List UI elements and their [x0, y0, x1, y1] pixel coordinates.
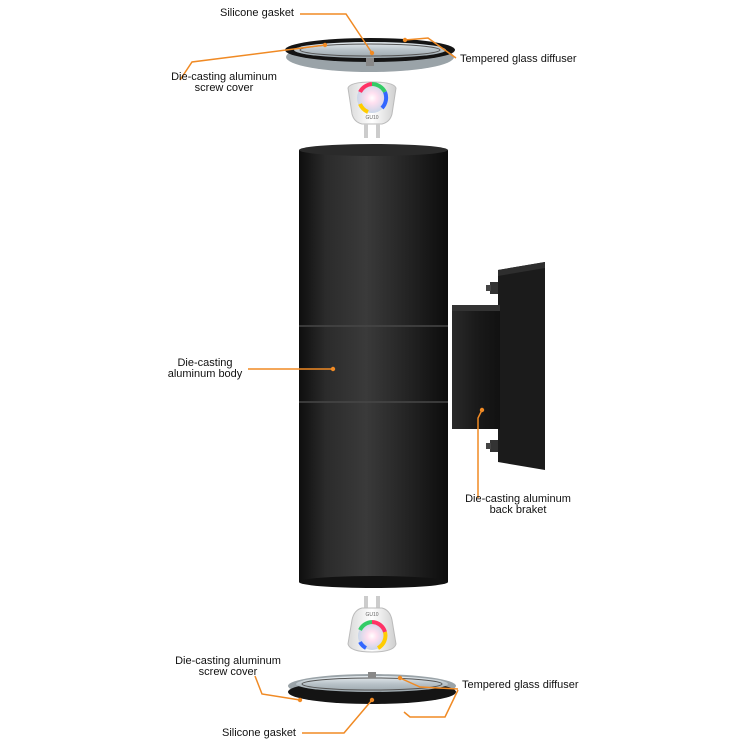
leader-top-diffuser — [404, 37, 457, 59]
bottom-bulb: GU10 — [347, 596, 397, 653]
label-bottom-glass-diffuser: Tempered glass diffuser — [462, 679, 579, 691]
top-bulb-text: GU10 — [365, 115, 378, 121]
top-bulb-led — [357, 83, 387, 113]
label-bracket-line2: back braket — [489, 504, 547, 516]
top-bulb-pin-left — [364, 124, 368, 138]
label-body-line1: Die-casting — [177, 357, 233, 369]
aluminum-body — [299, 144, 448, 588]
top-bulb: GU10 — [347, 81, 397, 138]
leader-bottom-cover — [254, 675, 301, 701]
leader-bottom-diffuser-2 — [403, 689, 459, 718]
label-bottom-screw-cover: Die-casting aluminum screw cover — [166, 656, 290, 678]
label-bottom-silicone-gasket: Silicone gasket — [222, 727, 296, 739]
bottom-glass-diffuser — [296, 676, 448, 692]
leader-top-gasket — [300, 13, 373, 54]
label-back-bracket: Die-casting aluminum back braket — [456, 494, 580, 516]
bottom-bulb-pin-right — [376, 596, 380, 610]
leader-lines — [179, 13, 483, 734]
leader-bottom-gasket — [302, 699, 373, 734]
label-bottom-screw-cover-line1: Die-casting aluminum — [175, 655, 281, 667]
wall-bracket — [452, 262, 545, 470]
bottom-ring-assembly — [288, 672, 456, 704]
label-top-screw-cover: Die-casting aluminum screw cover — [162, 72, 286, 94]
top-silicone-gasket — [299, 43, 441, 57]
label-bottom-screw-cover-line2: screw cover — [198, 666, 258, 678]
bracket-backplate — [498, 262, 545, 470]
bottom-bulb-text: GU10 — [365, 612, 378, 618]
top-ring-assembly — [285, 38, 455, 72]
label-top-screw-cover-line1: Die-casting aluminum — [171, 71, 277, 83]
label-body-line2: aluminum body — [167, 368, 243, 380]
bottom-screw — [368, 672, 376, 678]
label-bracket-line1: Die-casting aluminum — [465, 493, 571, 505]
label-top-glass-diffuser: Tempered glass diffuser — [460, 53, 577, 65]
bracket-screw-top — [490, 282, 498, 294]
leader-dots — [297, 37, 485, 703]
leader-bottom-diffuser — [399, 677, 459, 690]
cylinder — [299, 150, 448, 582]
leader-bracket — [477, 409, 483, 498]
bottom-bulb-pin-left — [364, 596, 368, 610]
leader-top-cover — [179, 44, 326, 81]
label-aluminum-body: Die-casting aluminum body — [158, 358, 252, 380]
label-top-screw-cover-line2: screw cover — [194, 82, 254, 94]
label-top-silicone-gasket: Silicone gasket — [220, 7, 294, 19]
top-screw — [366, 58, 374, 66]
bracket-screw-bottom — [490, 440, 498, 452]
bottom-bulb-led — [358, 622, 386, 650]
top-bulb-pin-right — [376, 124, 380, 138]
bracket-junction-box — [452, 305, 500, 429]
